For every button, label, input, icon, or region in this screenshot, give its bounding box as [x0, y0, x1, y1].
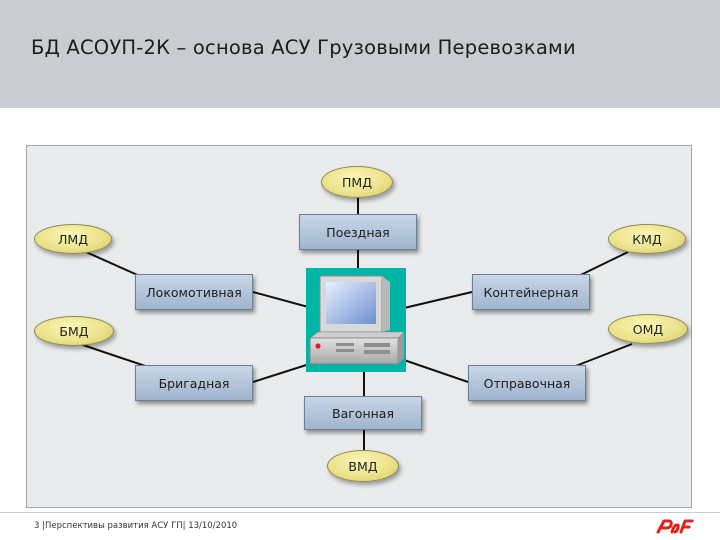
node-bmd: БМД: [34, 316, 114, 346]
node-vmd: ВМД: [327, 450, 399, 482]
slide-header: БД АСОУП-2К – основа АСУ Грузовыми Перев…: [0, 0, 720, 108]
rzd-logo-icon: [656, 519, 694, 534]
node-omd: ОМД: [608, 314, 688, 344]
node-konteynernaya: Контейнерная: [472, 274, 590, 310]
node-otpravochnaya: Отправочная: [468, 365, 586, 401]
link-konteynernaya-computer: [403, 291, 473, 309]
node-poezdnaya: Поездная: [299, 214, 417, 250]
footer-divider: [0, 512, 720, 513]
footer-text: 3 |Перспективы развития АСУ ГП| 13/10/20…: [34, 521, 238, 531]
node-kmd: КМД: [608, 224, 686, 254]
computer-icon: [306, 268, 406, 372]
node-lokomotivnaya: Локомотивная: [135, 274, 253, 310]
link-otpravochnaya-computer: [403, 359, 469, 383]
slide-title: БД АСОУП-2К – основа АСУ Грузовыми Перев…: [31, 36, 576, 59]
link-lokomotivnaya-computer: [252, 291, 313, 309]
node-pmd: ПМД: [321, 166, 393, 198]
node-lmd: ЛМД: [34, 224, 112, 254]
node-vagonnaya: Вагонная: [304, 396, 422, 430]
node-brigadnaya: Бригадная: [135, 365, 253, 401]
